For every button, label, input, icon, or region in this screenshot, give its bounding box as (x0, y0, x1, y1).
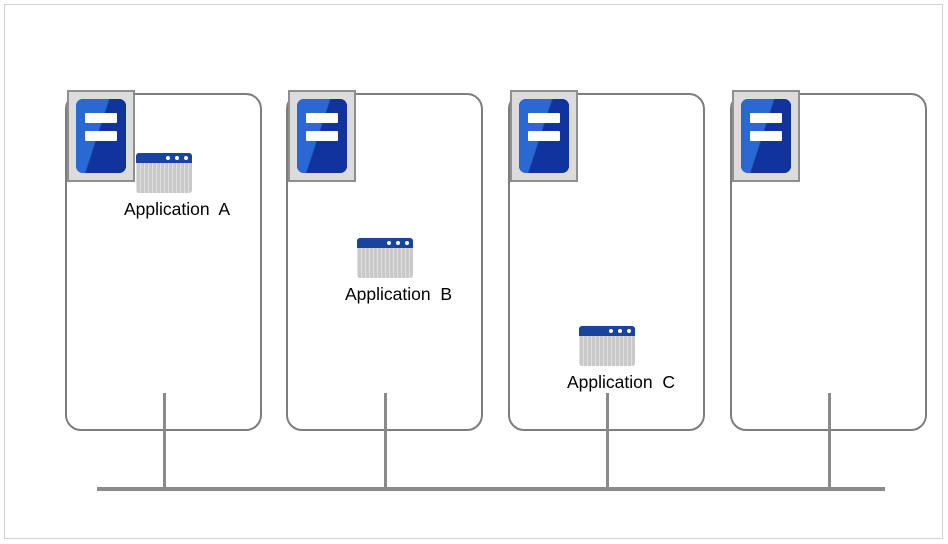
window-dot-icon (184, 156, 188, 160)
server-chassis-2 (297, 99, 347, 173)
application-titlebar-b (357, 238, 413, 248)
server-icon-1 (67, 90, 135, 182)
network-bus-line (97, 487, 885, 491)
window-dot-icon (166, 156, 170, 160)
application-label-b: Application B (345, 284, 453, 304)
application-titlebar-c (579, 326, 635, 336)
network-drop-1 (163, 393, 166, 488)
server-icon-3 (510, 90, 578, 182)
server-icon-4 (732, 90, 800, 182)
server-chassis-3 (519, 99, 569, 173)
application-label-a: Application A (124, 199, 231, 219)
server-led-bar-top-3 (528, 113, 560, 123)
server-led-bar-bottom-4 (750, 131, 782, 141)
server-led-bar-bottom-1 (85, 131, 117, 141)
window-dot-icon (618, 329, 622, 333)
network-drop-3 (606, 393, 609, 488)
network-drop-2 (384, 393, 387, 488)
application-c[interactable]: Application C (567, 326, 675, 393)
server-chassis-4 (741, 99, 791, 173)
server-led-bar-top-4 (750, 113, 782, 123)
window-dot-icon (627, 329, 631, 333)
network-drop-4 (828, 393, 831, 488)
server-led-bar-bottom-2 (306, 131, 338, 141)
application-titlebar-a (136, 153, 192, 163)
server-led-bar-top-2 (306, 113, 338, 123)
window-dot-icon (405, 241, 409, 245)
application-window-icon-c (579, 326, 635, 366)
application-label-c: Application C (567, 372, 675, 392)
window-dot-icon (175, 156, 179, 160)
server-icon-2 (288, 90, 356, 182)
window-dot-icon (396, 241, 400, 245)
application-b[interactable]: Application B (345, 238, 453, 305)
application-a[interactable]: Application A (124, 153, 231, 220)
server-chassis-1 (76, 99, 126, 173)
window-dot-icon (387, 241, 391, 245)
application-window-icon-a (136, 153, 192, 193)
server-led-bar-bottom-3 (528, 131, 560, 141)
server-led-bar-top-1 (85, 113, 117, 123)
window-dot-icon (609, 329, 613, 333)
application-window-icon-b (357, 238, 413, 278)
